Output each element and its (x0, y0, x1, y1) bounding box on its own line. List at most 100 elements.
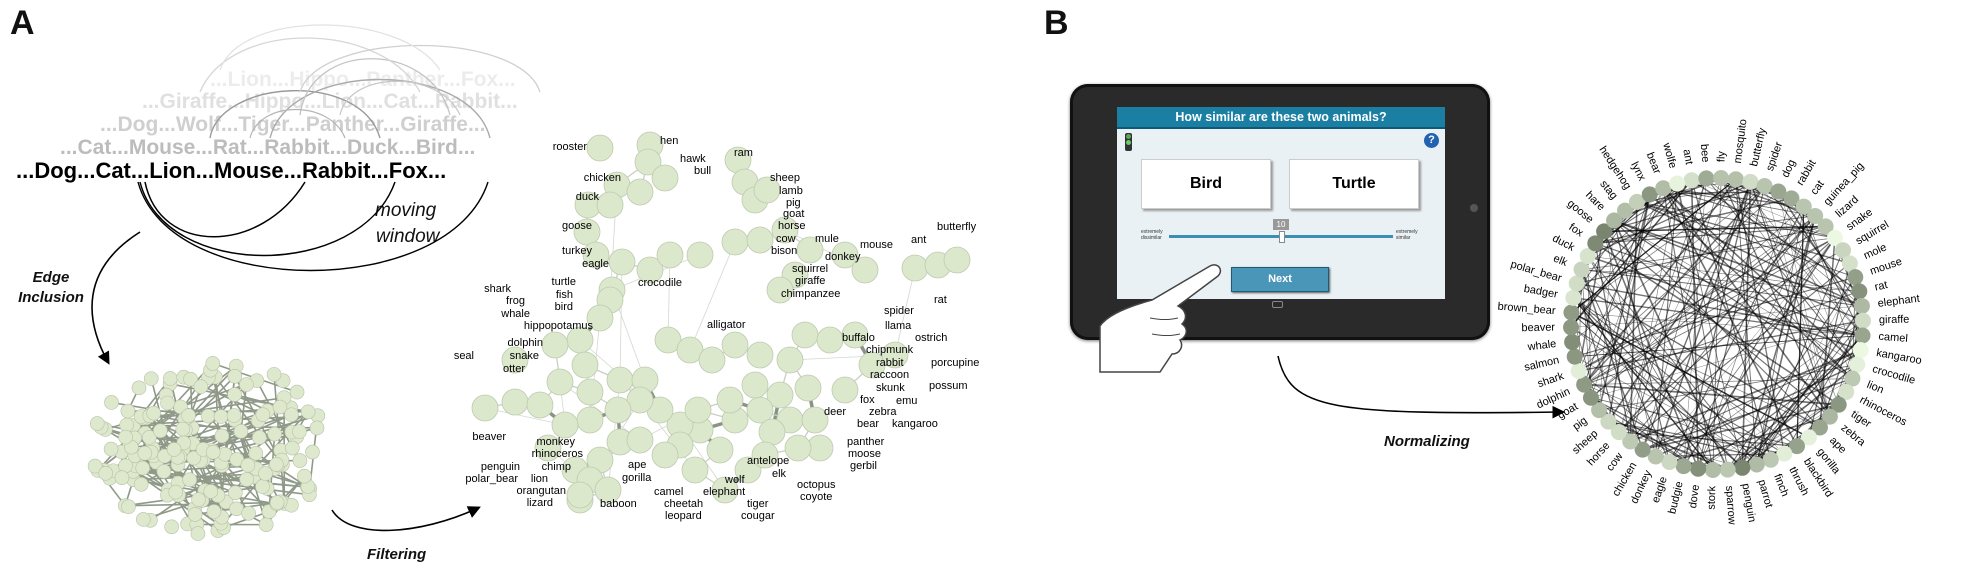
network-node-label: possum (929, 380, 968, 392)
network-edge (689, 241, 736, 351)
moving-window-line-2: window (376, 226, 440, 247)
sequence-line-1: ...Lion...Hippo...Panther...Fox... (210, 68, 516, 91)
network-node (582, 241, 610, 269)
network-node (576, 378, 604, 406)
arc-3 (209, 89, 381, 139)
network-node-label: chimpanzee (781, 288, 840, 300)
circular-edge (1662, 188, 1714, 471)
circular-node (1704, 461, 1721, 478)
network-node-label: bear (857, 418, 879, 430)
network-node-label: dolphin (508, 337, 543, 349)
network-node (501, 346, 529, 374)
circular-edge (1764, 185, 1831, 417)
process-arrows (91, 231, 1566, 532)
circular-edge (1594, 243, 1631, 442)
circular-edge (1663, 187, 1816, 217)
next-button[interactable]: Next (1231, 267, 1329, 292)
network-node (901, 254, 929, 282)
hairball-node (135, 460, 150, 476)
network-node (776, 346, 804, 374)
network-node-label: pig (786, 197, 801, 209)
animal-card-left[interactable]: Bird (1141, 159, 1271, 209)
network-node (634, 148, 662, 176)
network-node (771, 216, 799, 244)
hairball-node (181, 408, 196, 423)
network-node-label: otter (503, 363, 525, 375)
circular-edge (1712, 178, 1722, 470)
circular-node (1566, 348, 1583, 365)
hairball-node (136, 512, 151, 527)
circular-node (1641, 186, 1658, 203)
network-node-label: butterfly (937, 221, 977, 233)
network-node (734, 456, 762, 484)
hairball-node (233, 423, 249, 439)
circular-edge (1613, 220, 1670, 463)
circular-node (1570, 362, 1587, 379)
circular-node (1573, 261, 1590, 278)
sequence-line-2: ...Giraffe...Hippo...Lion...Cat...Rabbit… (142, 90, 518, 113)
circular-node-label: wolfe (1660, 141, 1679, 170)
sequence-line-4: ...Cat...Mouse...Rat...Rabbit...Duck...B… (60, 136, 476, 159)
circular-node (1661, 454, 1678, 471)
circular-node-label: stork (1706, 485, 1719, 510)
help-icon[interactable]: ? (1424, 133, 1439, 148)
circular-edge (1613, 219, 1863, 307)
animal-card-right[interactable]: Turtle (1289, 159, 1419, 209)
arc-0 (144, 181, 306, 238)
circular-edge (1655, 237, 1836, 457)
hairball-node (153, 423, 168, 439)
circular-edge (1613, 219, 1853, 380)
network-node (766, 381, 794, 409)
circular-node (1788, 438, 1805, 455)
circular-node (1579, 248, 1596, 265)
circular-node-label: whale (1526, 338, 1557, 354)
circular-node (1591, 402, 1608, 419)
hairball-node (87, 458, 103, 474)
hairball-node (285, 440, 300, 456)
network-node-label: sheep (770, 172, 800, 184)
hairball-node (300, 404, 316, 420)
pointing-hand-icon (1099, 264, 1222, 373)
hairball-node (289, 384, 305, 400)
slider-thumb[interactable] (1279, 231, 1285, 243)
circular-node-label: kangaroo (1875, 347, 1922, 367)
network-node (651, 441, 679, 469)
network-node-label: horse (778, 220, 806, 232)
circular-edge (1595, 242, 1863, 337)
circular-node-label: pig (1571, 415, 1590, 433)
circular-node (1800, 429, 1817, 446)
hairball-node (160, 395, 175, 411)
network-node-label: emu (896, 395, 917, 407)
circular-node (1847, 269, 1864, 286)
network-node (501, 388, 529, 416)
hairball-node (168, 484, 184, 500)
circular-edge (1583, 194, 1651, 385)
circular-node-label: fly (1715, 150, 1727, 162)
circular-node (1698, 170, 1715, 187)
network-node (594, 476, 622, 504)
network-node-label: monkey (536, 436, 575, 448)
circular-node-label: bear (1644, 151, 1663, 176)
network-node (751, 441, 779, 469)
circular-node-label: beaver (1521, 322, 1555, 335)
arc-5 (299, 58, 451, 116)
hairball-node (121, 499, 136, 515)
circular-edge (1603, 185, 1765, 233)
network-node (784, 434, 812, 462)
network-node (716, 386, 744, 414)
circular-node (1817, 218, 1834, 235)
similarity-slider[interactable]: 10 (1169, 219, 1393, 243)
traffic-light-icon (1125, 133, 1132, 151)
network-node (676, 336, 704, 364)
circular-edge (1720, 177, 1831, 417)
hairball-node (200, 408, 216, 424)
network-node-label: lamb (779, 185, 803, 197)
hairball-edge (132, 424, 199, 534)
hairball-node (292, 424, 307, 439)
circular-edge (1755, 215, 1816, 465)
circular-edge (1571, 311, 1810, 439)
network-node (586, 134, 614, 162)
circular-node (1851, 283, 1868, 300)
circular-node (1762, 451, 1779, 468)
